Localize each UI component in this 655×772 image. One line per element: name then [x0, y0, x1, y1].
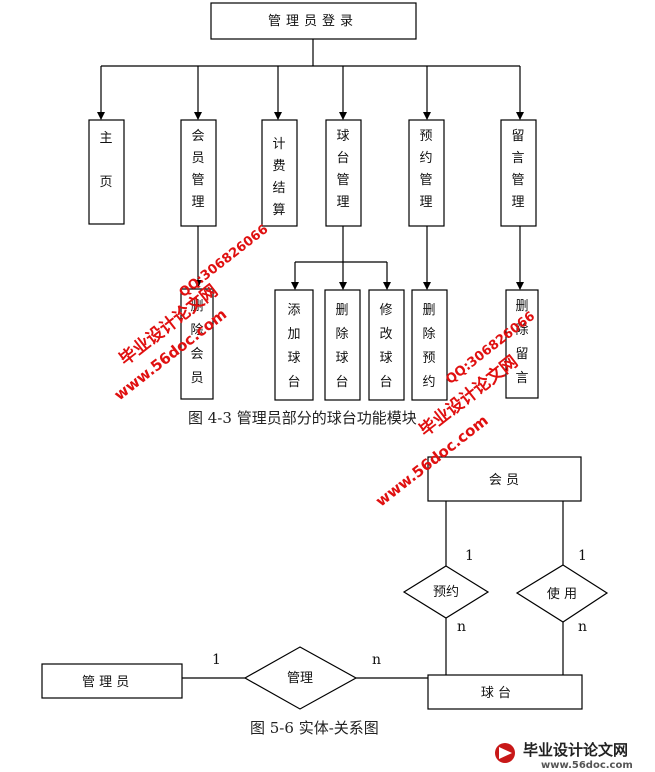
module-message-box	[500, 119, 537, 227]
leaf-edit-table-box	[368, 289, 405, 401]
figure-5-6-caption: 图 5-6 实体-关系图	[250, 719, 379, 737]
module-table-box	[325, 119, 362, 227]
site-logo: 毕业设计论文网 www.56doc.com	[495, 741, 633, 771]
logo-text: 毕业设计论文网	[523, 741, 628, 759]
leaf-delete-message-label: 删除留言	[515, 299, 528, 386]
entity-table-box	[427, 674, 583, 710]
module-member-label: 会员管理	[191, 129, 204, 210]
entity-admin-box	[41, 663, 183, 699]
cardinality-manage-left: 1	[212, 652, 221, 668]
module-booking-box	[408, 119, 445, 227]
watermark-1-qq: QQ:306826066	[176, 222, 271, 301]
leaf-delete-member-label: 删除会员	[190, 299, 203, 386]
leaf-delete-booking-label: 删除预约	[422, 303, 435, 390]
root-box	[210, 2, 417, 40]
module-home-label: 主页	[99, 131, 112, 190]
leaf-delete-message-box	[505, 289, 539, 399]
root-label: 管理员登录	[268, 14, 358, 29]
figure-4-3-caption: 图 4-3 管理员部分的球台功能模块	[188, 409, 417, 427]
entity-table-label: 球 台	[481, 686, 511, 701]
leaf-delete-table-box	[324, 289, 361, 401]
relation-book-diamond	[402, 565, 490, 619]
leaf-delete-booking-box	[411, 289, 448, 401]
cardinality-use-top: 1	[578, 548, 587, 564]
relation-use-diamond	[515, 564, 609, 623]
entity-member-box	[427, 456, 582, 502]
module-member-box	[180, 119, 217, 227]
leaf-add-table-label: 添加球台	[287, 303, 300, 390]
relation-manage-label: 管理	[287, 671, 313, 686]
relation-use-label: 使 用	[547, 586, 577, 602]
cardinality-use-bottom: n	[578, 619, 587, 635]
module-billing-label: 计费结算	[272, 137, 285, 218]
relation-book-label: 预约	[433, 585, 459, 600]
logo-url: www.56doc.com	[541, 760, 633, 771]
cardinality-book-bottom: n	[457, 619, 466, 635]
entity-admin-label: 管 理 员	[82, 675, 129, 690]
leaf-edit-table-label: 修改球台	[379, 303, 392, 390]
leaf-delete-member-box	[180, 288, 214, 400]
leaf-add-table-box	[274, 289, 314, 401]
module-message-label: 留言管理	[511, 129, 524, 210]
module-billing-box	[261, 119, 298, 227]
module-booking-label: 预约管理	[419, 129, 432, 210]
module-table-label: 球台管理	[336, 129, 349, 210]
relation-manage-diamond	[243, 646, 358, 710]
entity-member-label: 会 员	[489, 473, 519, 488]
leaf-delete-table-label: 删除球台	[335, 303, 348, 390]
module-home-box	[88, 119, 125, 225]
cardinality-book-top: 1	[465, 548, 474, 564]
cardinality-manage-right: n	[372, 652, 381, 668]
er-diagram: 会 员 管 理 员 球 台 预约 使 用 管理 1 n 1 n 1 n 图 5-…	[41, 456, 609, 737]
module-tree: 管理员登录 主页 会员管理 计费结算 球台管理 预约管理 留言管理	[88, 2, 539, 427]
